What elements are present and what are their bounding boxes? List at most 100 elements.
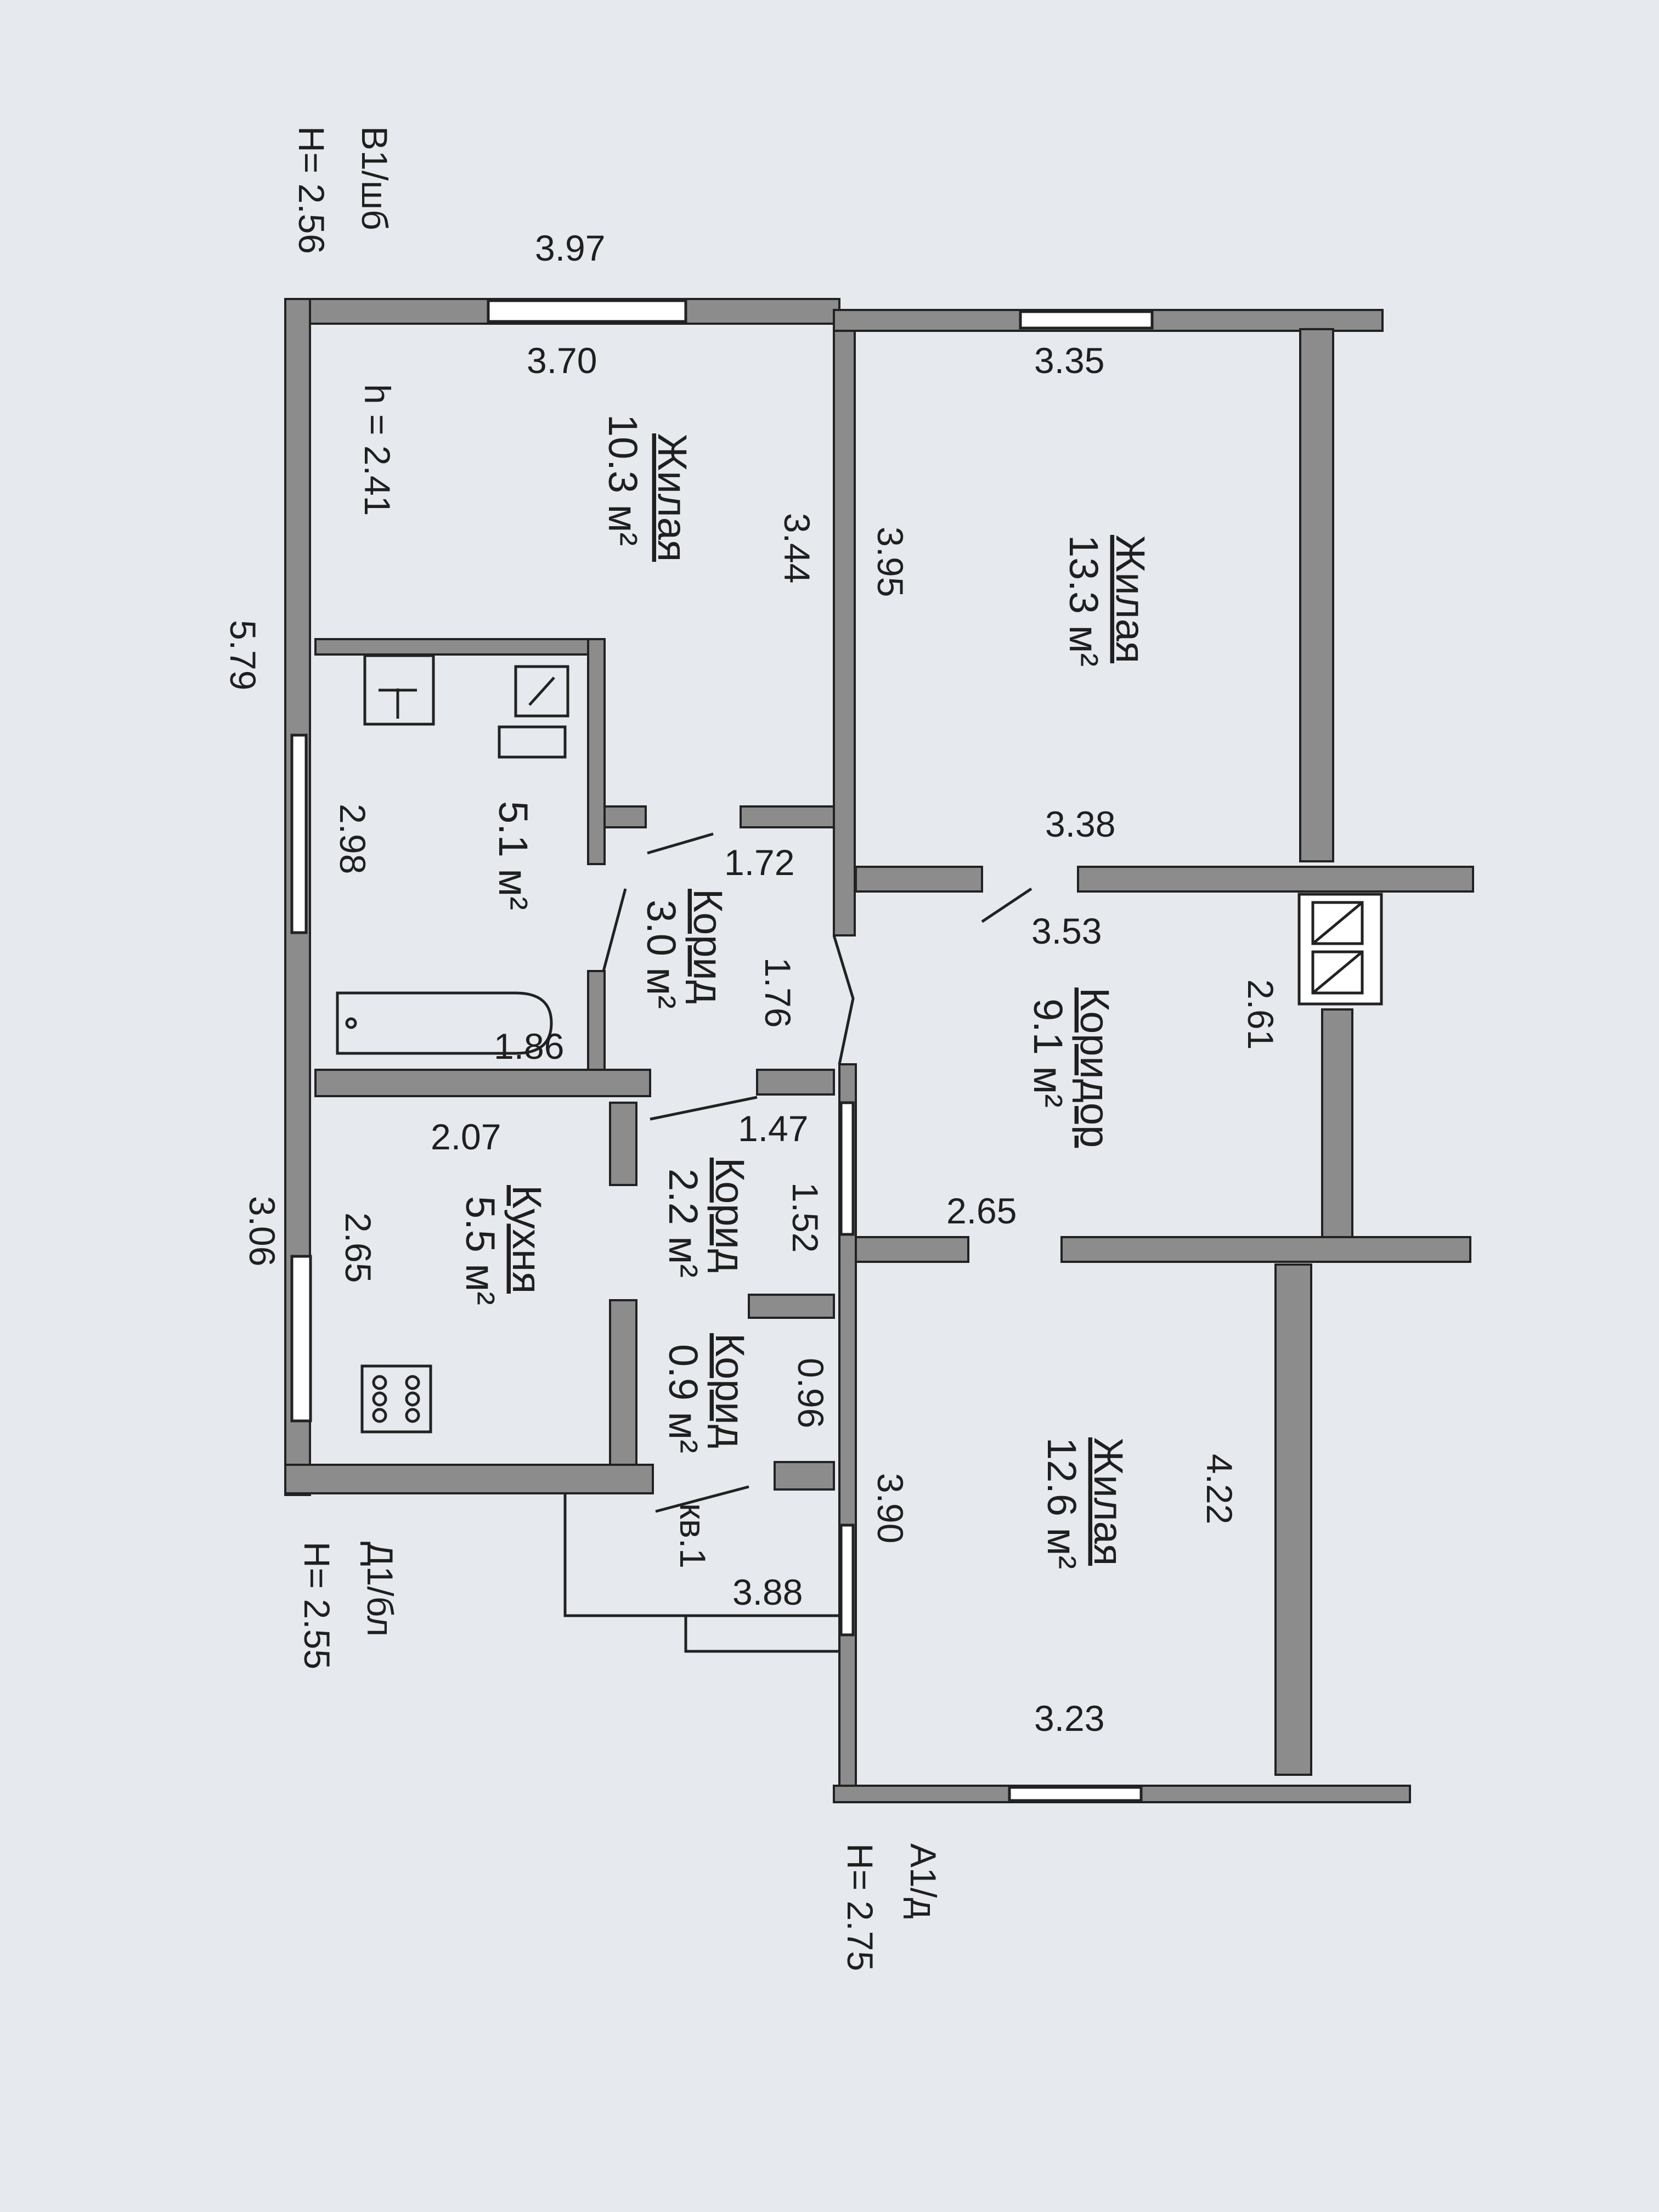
dim-2-98: 2.98 [332,804,373,874]
label-a1-height: H= 2.75 [840,1843,881,1971]
washbasin-icon [498,725,567,759]
stove-burner-icon [372,1408,387,1423]
room-corridor-c-area: 0.9 м² [661,1344,706,1453]
vent-duct-1 [1311,901,1364,945]
stove-burner-icon [405,1391,420,1407]
room-living-1-name: Жилая [650,433,695,562]
vestibule-outline [563,1493,839,1617]
room-living-1-area: 10.3 м² [600,414,646,546]
wall-living3-top [1060,1236,1471,1263]
room-corridor-b-name: Корид [707,1158,753,1273]
wall-kitchen-stub [609,1102,637,1186]
room-kitchen-name: Кухня [504,1185,550,1294]
dim-3-95: 3.95 [870,527,911,597]
wall-corridor-d-stub [774,1461,835,1491]
wall-bath-top [314,638,605,656]
door-swing-entrance [655,1485,749,1513]
room-living-2-name: Жилая [1108,535,1153,663]
sink-icon [514,665,569,718]
stove-burner-icon [372,1375,387,1390]
label-a1: А1/д [903,1843,944,1919]
label-inner-height: h = 2.41 [357,384,398,516]
stove-burner-icon [405,1408,420,1423]
window-right-bottom [1008,1786,1143,1802]
dim-3-53: 3.53 [1031,911,1102,951]
room-corridor-main-area: 9.1 м² [1025,998,1071,1108]
window-bath [290,733,308,934]
window-middle-2 [839,1523,855,1637]
dim-3-35: 3.35 [1034,340,1104,381]
room-corridor-main-name: Коридор [1072,988,1118,1148]
wall-bath-right [587,638,606,865]
wall-middle-upper [833,309,856,936]
wall-kitchen-right [609,1299,637,1466]
label-b1: В1/шб [354,126,395,230]
wall-corridor-b-stub [756,1069,835,1096]
dim-3-44: 3.44 [777,513,817,583]
fixtures [336,654,1032,1513]
label-b1-height: H= 2.56 [291,126,332,254]
vestibule-step [684,1616,839,1653]
dim-2-07: 2.07 [431,1116,501,1157]
dim-3-23: 3.23 [1034,1698,1104,1739]
stove-burner-icon [372,1391,387,1407]
toilet-icon [363,654,435,726]
room-living-3-area: 12.6 м² [1039,1437,1085,1569]
room-bath-area: 5.1 м² [490,801,536,910]
room-living-3-name: Жилая [1086,1437,1131,1566]
room-labels: Жилая 10.3 м² 5.1 м² Корид 3.0 м² Кухня … [458,414,1153,1569]
wall-bath-stub [603,805,647,828]
stove-icon [360,1364,432,1434]
window-left-top [487,299,687,323]
room-corridor-c-name: Корид [707,1333,753,1448]
dim-1-76: 1.76 [758,957,798,1028]
dim-3-70: 3.70 [527,340,597,381]
wall-corridor-a-stub [740,805,835,828]
stove-burner-icon [405,1375,420,1390]
room-corridor-a-area: 3.0 м² [639,900,684,1009]
dim-1-47: 1.47 [738,1108,808,1149]
door-swing-kitchen [650,1096,758,1121]
dim-2-65: 2.65 [338,1212,379,1283]
dim-3-90: 4.22 [1199,1454,1240,1524]
door-swing-bath [647,832,714,855]
label-d1-height: H= 2.55 [297,1542,337,1669]
room-kitchen-area: 5.5 м² [458,1196,503,1305]
wall-corridor-c-stub [748,1294,835,1319]
bathtub-drain-icon [345,1017,357,1029]
dim-2-61: 2.61 [1240,979,1281,1049]
dim-3-06: 3.06 [242,1196,283,1266]
room-corridor-b-area: 2.2 м² [661,1169,706,1278]
bathtub-icon [336,991,553,1055]
dim-4-22: 3.88 [732,1572,803,1612]
wall-living2-stub [855,866,983,893]
label-d1: Д1/бл [360,1542,400,1637]
label-apartment: кв.1 [673,1503,713,1568]
wall-bearing-lower [1274,1263,1312,1776]
dim-0-96: 0.96 [791,1358,831,1428]
wall-living2-bottom [1077,866,1474,893]
walls [284,298,1474,1803]
room-corridor-a-name: Корид [685,889,731,1004]
dim-1-72: 1.72 [724,842,794,883]
window-kitchen [290,1255,312,1423]
dim-3-38: 3.38 [1045,804,1115,844]
room-living-2-area: 13.3 м² [1061,535,1107,667]
dim-3-88: 3.90 [870,1473,911,1543]
door-swing-living2 [981,887,1032,923]
wall-left-bottom [284,1464,654,1494]
door-swing-corridor-a [602,888,627,972]
dim-1-86: 1.86 [494,1026,564,1066]
window-middle-1 [839,1101,855,1236]
wall-bath-kitchen [314,1069,651,1097]
vent-duct-2 [1311,950,1364,995]
wall-bearing-upper [1299,328,1334,862]
wall-bearing-middle [1321,1008,1353,1238]
window-right-top [1019,310,1154,330]
corner-labels: В1/шб H= 2.56 Д1/бл H= 2.55 А1/д H= 2.75… [291,126,944,1971]
vent-duct-2-diagonal [1312,951,1363,994]
dim-3-58: 2.65 [946,1190,1017,1231]
wall-corridor-angle [832,935,855,1065]
